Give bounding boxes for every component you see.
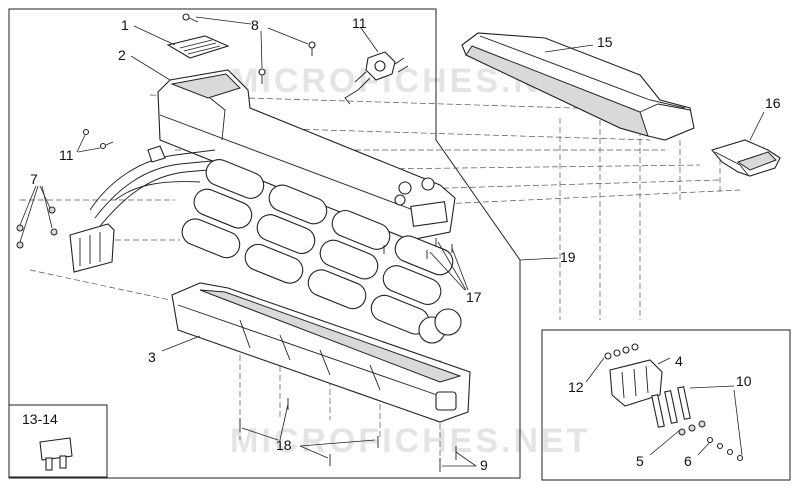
- callout-12: 12: [568, 379, 584, 395]
- leader-lines: [19, 16, 765, 467]
- battery-cover-part-15: [461, 32, 695, 141]
- callout-11-left: 11: [59, 147, 74, 163]
- cover-lid-part-1: [166, 35, 230, 59]
- watermark-bottom: MICROFICHES.NET: [230, 422, 590, 460]
- wiring-harness: [89, 145, 231, 227]
- screws-part-9: [439, 446, 457, 472]
- terminal-inset-frame: [541, 329, 791, 481]
- fuse-part-13-14: [39, 437, 73, 471]
- callout-8: 8: [251, 17, 259, 33]
- callout-17: 17: [466, 289, 482, 305]
- callout-7: 7: [30, 171, 38, 187]
- callout-labels: 1 2 3 4 5 6 7 8 9 10 11 11 12 13-14 15 1…: [22, 15, 781, 473]
- connector-part-11-top: [344, 51, 409, 105]
- callout-3: 3: [148, 349, 156, 365]
- battery-housing-part-2: [157, 69, 456, 241]
- clip-part-16: [711, 139, 781, 177]
- callout-18: 18: [276, 437, 292, 453]
- terminal-kit-inset: [604, 343, 744, 462]
- callout-13-14: 13-14: [22, 411, 58, 427]
- callout-5: 5: [636, 453, 644, 469]
- callout-4: 4: [675, 353, 683, 369]
- callout-19: 19: [560, 249, 576, 265]
- callout-16: 16: [765, 95, 781, 111]
- callout-11-top: 11: [352, 15, 367, 31]
- callout-6: 6: [684, 453, 692, 469]
- terminal-block-part-7: [16, 206, 115, 273]
- battery-tray-part-3: [171, 282, 471, 423]
- main-assembly-frame: [8, 8, 521, 479]
- callout-15: 15: [597, 34, 613, 50]
- fuse-inset-frame: [8, 404, 108, 478]
- callout-9: 9: [480, 457, 488, 473]
- screws-part-11-left: [82, 128, 114, 150]
- callout-1: 1: [121, 17, 129, 33]
- callout-2: 2: [118, 47, 126, 63]
- assembly-guide-lines: [20, 94, 741, 460]
- screws-part-8: [182, 13, 316, 84]
- battery-cells: [181, 159, 462, 344]
- callout-10: 10: [736, 373, 752, 389]
